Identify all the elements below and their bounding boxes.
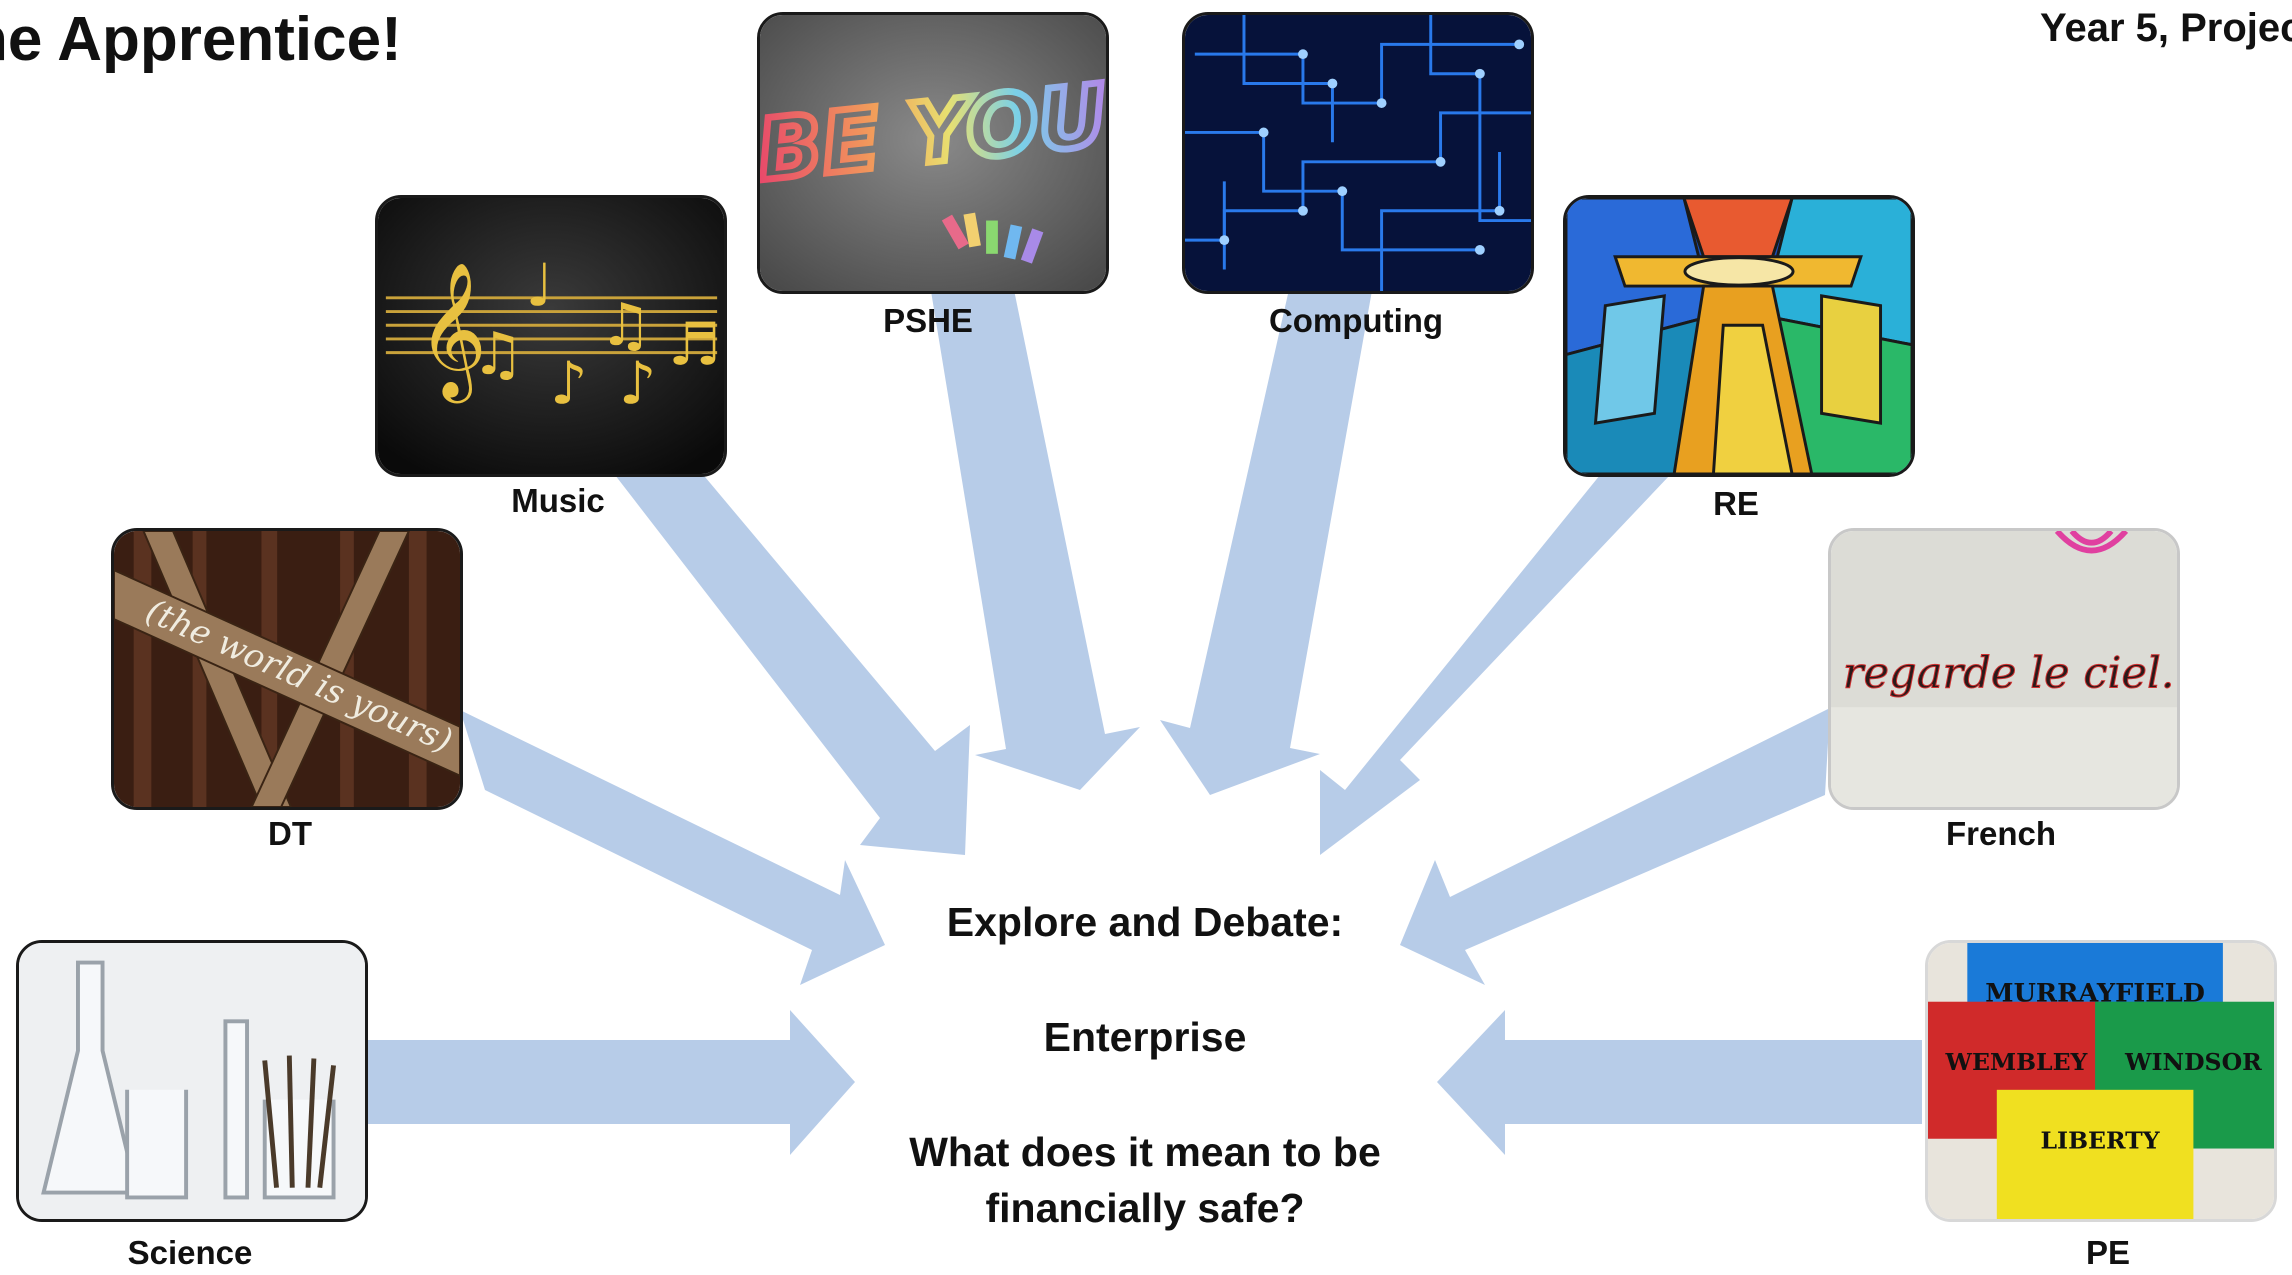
dt-image: (the world is yours) — [111, 528, 463, 810]
svg-text:♩: ♩ — [525, 251, 553, 320]
svg-text:𝄞: 𝄞 — [417, 261, 487, 404]
center-heading: Explore and Debate: — [946, 899, 1344, 945]
science-label: Science — [127, 1234, 253, 1271]
svg-text:♬: ♬ — [668, 310, 721, 379]
computing-image — [1182, 12, 1534, 294]
pe-image: MURRAYFIELD WEMBLEY WINDSOR LIBERTY — [1925, 940, 2277, 1222]
svg-text:♪: ♪ — [550, 349, 588, 418]
pe-shirt-2: WEMBLEY — [1945, 1048, 2089, 1076]
french-label: French — [1945, 815, 2057, 852]
arrow-music — [615, 465, 970, 855]
arrow-computing — [1160, 285, 1373, 795]
arrow-dt — [460, 710, 885, 985]
year-project-heading: Year 5, Projec — [2040, 6, 2292, 50]
pe-label: PE — [2085, 1234, 2131, 1271]
arrow-re — [1320, 475, 1670, 855]
page-title: he Apprentice! — [0, 5, 402, 74]
computing-label: Computing — [1268, 302, 1444, 339]
pe-shirt-1: MURRAYFIELD — [1985, 979, 2205, 1009]
french-image-text: regarde le ciel... — [1843, 649, 2177, 699]
center-topic: Enterprise — [1043, 1014, 1247, 1060]
svg-text:♫: ♫ — [599, 290, 652, 359]
center-question: What does it mean to be financially safe… — [909, 1129, 1381, 1231]
pshe-image: BE YOU — [757, 12, 1109, 294]
svg-text:♫: ♫ — [471, 319, 524, 388]
music-image: 𝄞 ♫♩ ♪♫ ♪♬ — [375, 195, 727, 477]
re-label: RE — [1713, 485, 1759, 522]
arrow-science — [368, 1010, 855, 1155]
re-image — [1563, 195, 1915, 477]
pshe-label: PSHE — [883, 302, 973, 339]
arrow-french — [1400, 708, 1830, 985]
svg-text:♪: ♪ — [619, 349, 657, 418]
pe-shirt-3: WINDSOR — [2124, 1048, 2262, 1076]
pe-shirt-4: LIBERTY — [2040, 1127, 2160, 1155]
arrow-pe — [1437, 1010, 1922, 1155]
arrow-pshe — [930, 285, 1140, 790]
music-label: Music — [511, 482, 605, 519]
french-image: regarde le ciel... — [1828, 528, 2180, 810]
science-image — [16, 940, 368, 1222]
dt-label: DT — [268, 815, 312, 852]
